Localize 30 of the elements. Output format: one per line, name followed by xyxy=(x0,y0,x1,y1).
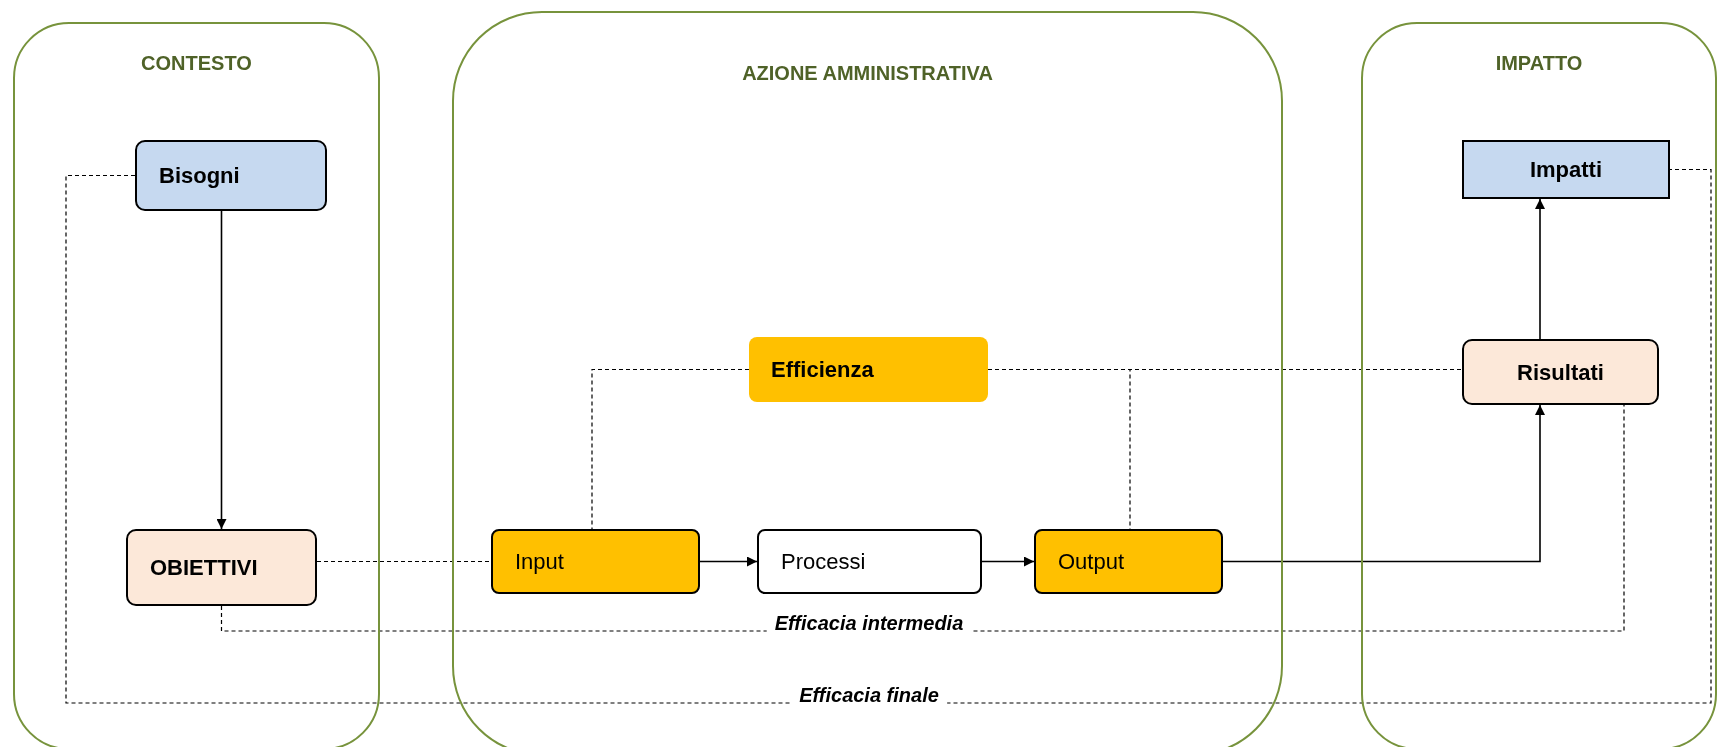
panel-heading: CONTESTO xyxy=(140,51,253,76)
process-box xyxy=(749,337,988,402)
arrow xyxy=(216,210,227,530)
process-box xyxy=(757,529,982,594)
process-box xyxy=(1034,529,1223,594)
panel-heading: IMPATTO xyxy=(1494,51,1584,76)
box-label: Processi xyxy=(781,548,866,576)
box-label: OBIETTIVI xyxy=(150,554,258,582)
box-label: Efficienza xyxy=(771,356,874,384)
arrow xyxy=(699,556,758,567)
box-label: Impatti xyxy=(1529,156,1603,184)
process-box xyxy=(1462,140,1670,199)
dashed-connector xyxy=(316,560,492,563)
dashed-connector xyxy=(591,368,750,530)
group-panel xyxy=(13,22,380,747)
panel-heading: AZIONE AMMINISTRATIVA xyxy=(741,61,994,86)
box-label: Risultati xyxy=(1517,358,1604,387)
arrow xyxy=(1222,404,1545,563)
process-box xyxy=(126,529,317,606)
arrow xyxy=(981,556,1035,567)
box-label: Bisogni xyxy=(159,162,240,190)
process-box xyxy=(491,529,700,594)
box-label: Input xyxy=(515,548,564,576)
arrow xyxy=(1535,198,1545,340)
process-box xyxy=(1462,339,1659,405)
group-panel xyxy=(452,11,1283,747)
dashed-connector xyxy=(65,168,1712,704)
group-panel xyxy=(1361,22,1717,747)
process-box xyxy=(135,140,327,211)
box-label: Output xyxy=(1058,548,1125,576)
